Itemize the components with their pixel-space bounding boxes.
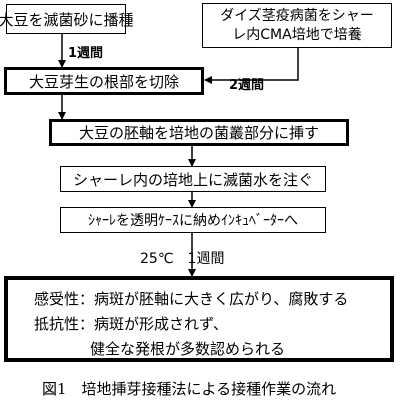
arrow-fungus-to-step2 xyxy=(204,48,299,84)
culture-fungus-line-1: ダイズ茎疫病菌をシャー xyxy=(220,7,374,24)
result-resistant-continued: 健全な発根が多数認められる xyxy=(90,340,286,358)
step-sow-soybean-label: 大豆を滅菌砂に播種 xyxy=(0,10,134,29)
step-insert-hypocotyl-label: 大豆の胚軸を培地の菌叢部分に挿す xyxy=(78,124,319,142)
step-incubate-label: ｼｬｰﾚを透明ｹｰｽに納めｲﾝｷｭﾍﾞｰﾀｰへ xyxy=(88,213,298,229)
step-pour-sterile-water: シャーレ内の培地上に滅菌水を注ぐ xyxy=(60,166,326,192)
result-susceptible: 感受性：病斑が胚軸に大きく広がり、腐敗する xyxy=(34,290,349,308)
result-box: 感受性：病斑が胚軸に大きく広がり、腐敗する 抵抗性：病斑が形成されず、 健全な発… xyxy=(4,276,394,362)
step-cut-roots-label: 大豆芽生の根部を切除 xyxy=(28,72,179,91)
interval-two-weeks: 2週間 xyxy=(229,78,265,93)
step-sow-soybean: 大豆を滅菌砂に播種 xyxy=(0,4,134,34)
culture-fungus-line-2: レ内CMA培地で培養 xyxy=(232,26,362,43)
interval-one-week: 1週間 xyxy=(68,46,104,61)
step-insert-hypocotyl: 大豆の胚軸を培地の菌叢部分に挿す xyxy=(49,119,349,146)
step-cut-roots: 大豆芽生の根部を切除 xyxy=(4,67,204,95)
result-resistant: 抵抗性：病斑が形成されず、 xyxy=(34,315,228,333)
step-incubate: ｼｬｰﾚを透明ｹｰｽに納めｲﾝｷｭﾍﾞｰﾀｰへ xyxy=(60,207,326,233)
incubation-conditions: 25℃ 1週間 xyxy=(140,251,225,267)
step-culture-fungus: ダイズ茎疫病菌をシャー レ内CMA培地で培養 xyxy=(202,3,392,48)
step-pour-sterile-water-label: シャーレ内の培地上に滅菌水を注ぐ xyxy=(72,170,313,189)
figure-caption: 図1 培地挿芽接種法による接種作業の流れ xyxy=(42,380,337,398)
